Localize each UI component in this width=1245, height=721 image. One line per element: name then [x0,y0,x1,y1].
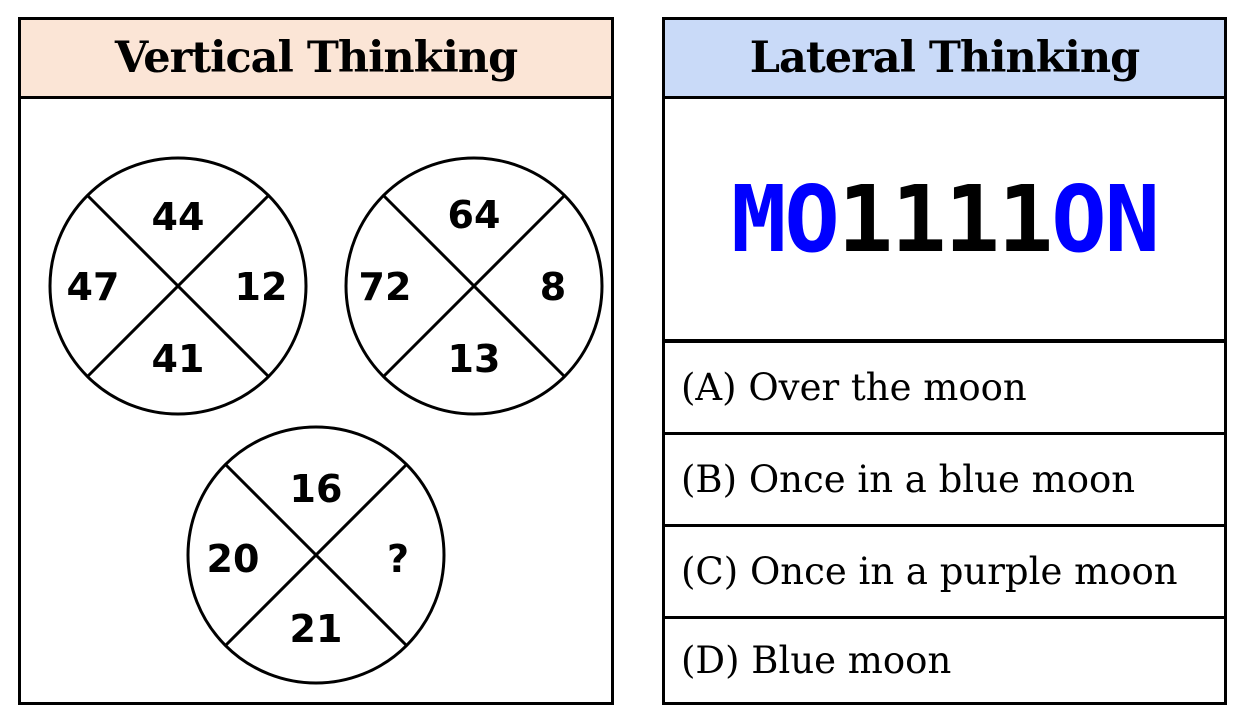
circle-2-right-number: 8 [540,265,566,309]
circle-3-top-number: 16 [290,467,343,511]
option-a[interactable]: (A) Over the moon [665,343,1224,435]
circle-3-diagonal-b [224,463,408,647]
circle-2-bottom-number: 13 [448,337,501,381]
puzzle-middle-text: 1111 [837,165,1054,273]
vertical-thinking-panel: Vertical Thinking 44 47 12 41 64 72 8 13 [18,17,614,705]
circle-3-right-number: ? [387,537,409,581]
number-circle-1: 44 47 12 41 [48,156,308,416]
option-c[interactable]: (C) Once in a purple moon [665,527,1224,619]
option-b[interactable]: (B) Once in a blue moon [665,435,1224,527]
circle-3-left-number: 20 [207,537,260,581]
circle-1-left-number: 47 [67,265,120,309]
circle-1-right-number: 12 [235,265,288,309]
option-d[interactable]: (D) Blue moon [681,639,952,682]
circle-2-left-number: 72 [359,265,412,309]
number-circle-3: 16 20 ? 21 [186,425,446,685]
circle-1-bottom-number: 41 [152,337,205,381]
circle-2-top-number: 64 [448,193,501,237]
lateral-thinking-title: Lateral Thinking [665,20,1224,99]
puzzle-prefix-text: MO [730,165,840,273]
circle-1-diagonal-b [86,194,270,378]
circle-2-diagonal-b [382,194,566,378]
puzzle-suffix-text: ON [1051,165,1160,273]
number-circle-2: 64 72 8 13 [344,156,604,416]
vertical-thinking-title: Vertical Thinking [21,20,611,99]
number-circles-diagram: 44 47 12 41 64 72 8 13 16 20 ? 21 [48,156,604,685]
circle-1-top-number: 44 [152,195,205,239]
circle-3-bottom-number: 21 [290,607,343,651]
